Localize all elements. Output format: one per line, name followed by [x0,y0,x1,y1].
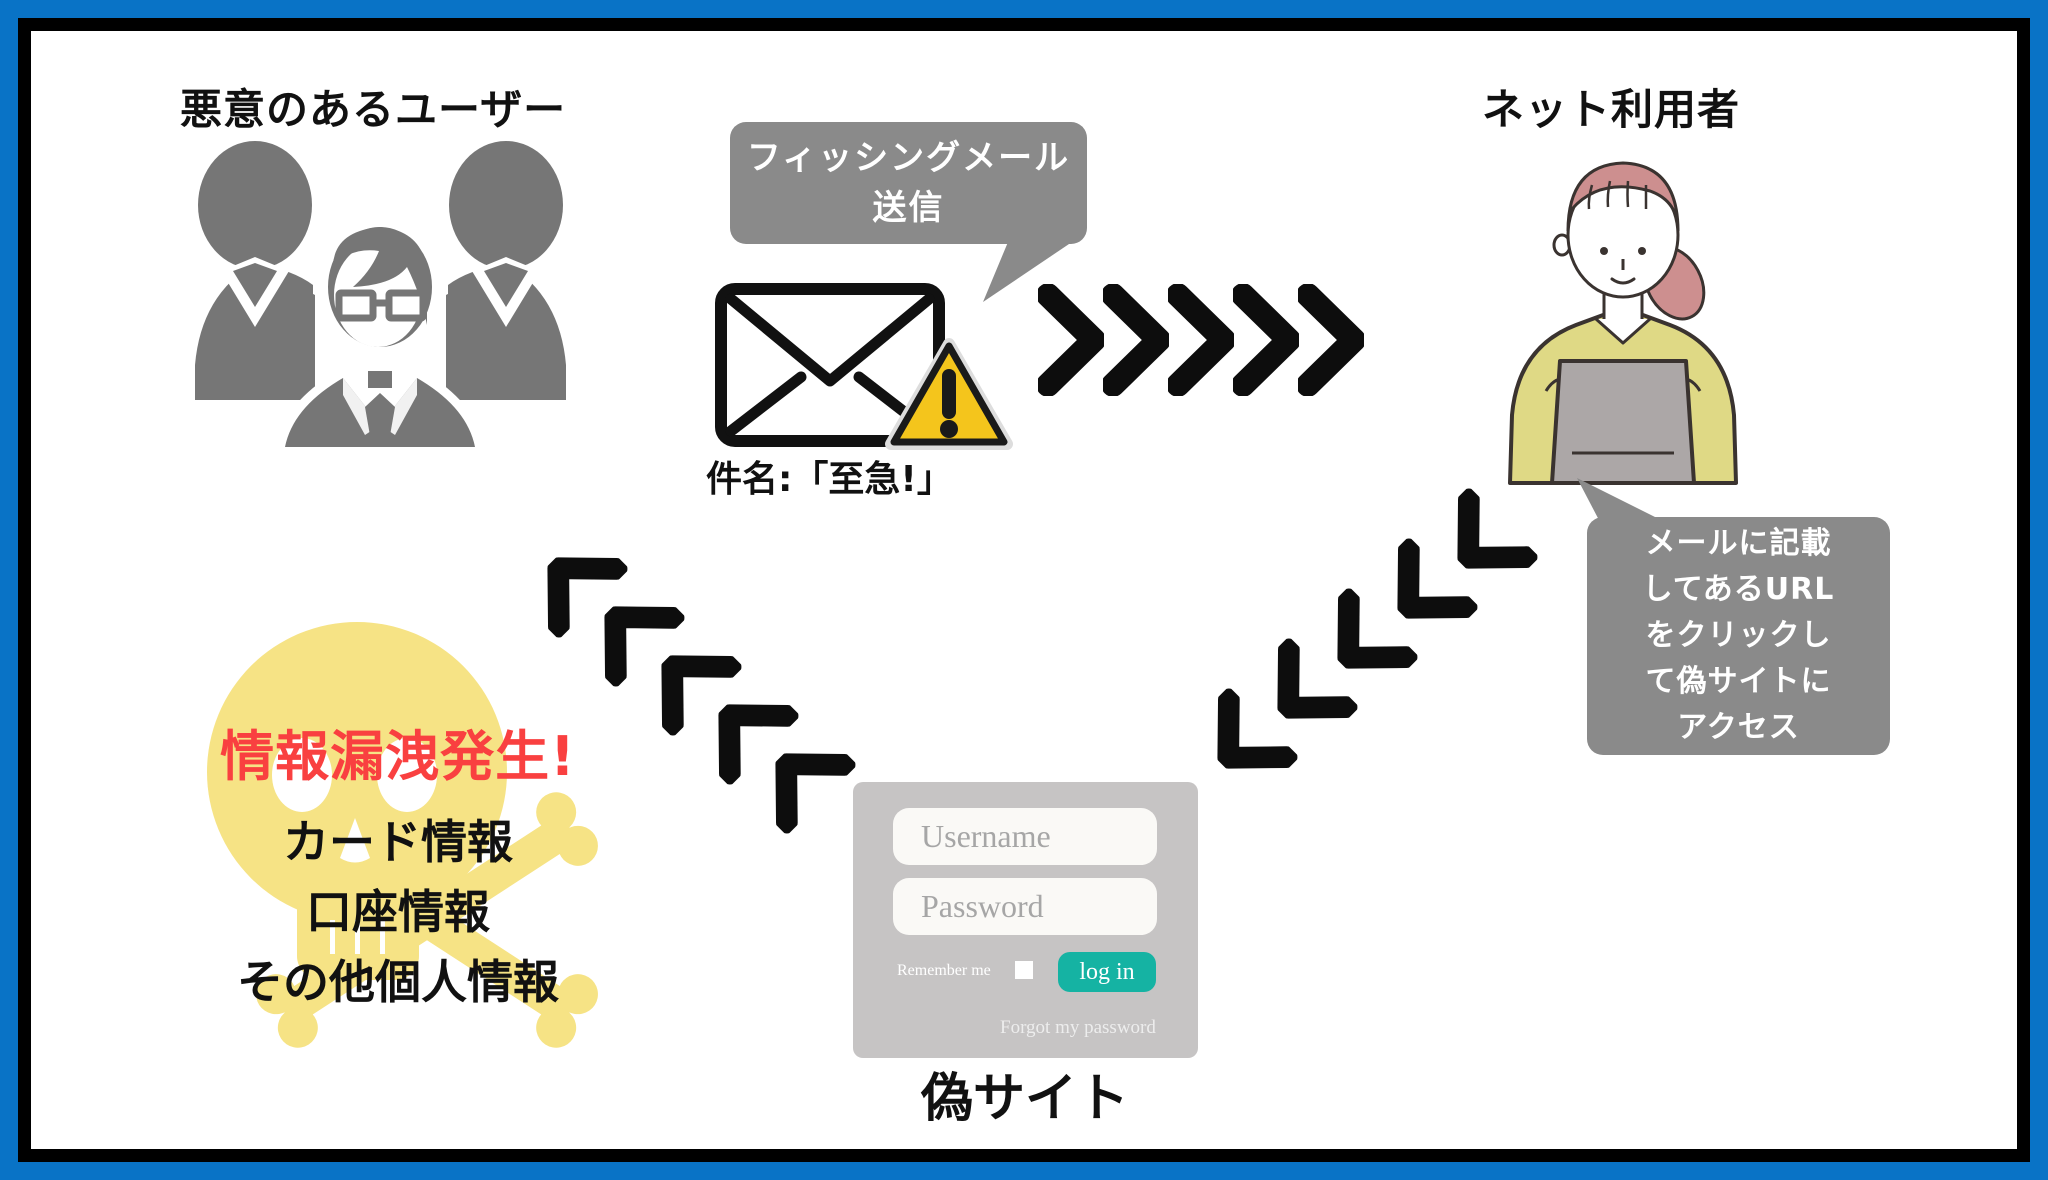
url-bubble-line3: をクリックし [1645,618,1832,653]
chevron-up-left-icon [632,626,742,736]
login-button[interactable]: log in [1058,952,1156,992]
phishing-bubble-tail [983,242,1072,302]
woman-laptop-icon [1508,161,1738,485]
warning-triangle-icon [885,338,1013,450]
phishing-bubble-line2: 送信 [872,188,945,228]
url-bubble: メールに記載 してあるURL をクリックし て偽サイトに アクセス [1587,517,1890,755]
chevron-right-icon [1038,284,1104,396]
chevron-right-icon [1103,284,1169,396]
envelope-icon [715,283,945,447]
leak-panel: 情報漏洩発生! カード情報 口座情報 その他個人情報 [148,712,648,1017]
url-bubble-line4: て偽サイトに [1645,664,1832,699]
chevron-right-icon [1233,284,1299,396]
chevron-down-left-icon [1428,488,1538,598]
url-bubble-line1: メールに記載 [1645,526,1832,561]
forgot-password-link[interactable]: Forgot my password [1000,1017,1156,1038]
chevron-down-left-icon [1188,688,1298,798]
leak-item-card: カード情報 [283,815,513,869]
group-silhouette-icon [195,141,566,450]
leak-title: 情報漏洩発生! [220,725,576,788]
net-user-label: ネット利用者 [1482,85,1741,134]
chevron-up-left-icon [746,724,856,834]
mail-subject-label: 件名:「至急!」 [706,459,953,500]
chevron-right-icon [1298,284,1364,396]
url-bubble-line5: アクセス [1677,710,1800,745]
phishing-bubble: フィッシングメール 送信 [730,122,1087,244]
leak-item-personal: その他個人情報 [237,955,559,1009]
fake-site-card: Remember me log in Forgot my password [853,782,1198,1058]
attacker-label: 悪意のあるユーザー [180,85,567,134]
remember-me-label: Remember me [897,962,991,979]
url-bubble-tail [1577,478,1665,522]
chevron-right-icon [1168,284,1234,396]
chevron-down-left-icon [1368,538,1478,648]
phishing-bubble-line1: フィッシングメール [746,138,1071,178]
chevron-down-left-icon [1308,588,1418,698]
fake-site-caption: 偽サイト [920,1069,1130,1129]
chevron-up-left-icon [689,675,799,785]
chevron-up-left-icon [575,577,685,687]
skull-crossbones-icon [207,622,598,1048]
chevron-up-left-icon [518,528,628,638]
url-bubble-line2: してあるURL [1642,572,1835,607]
chevron-down-left-icon [1248,638,1358,748]
remember-me-checkbox[interactable] [1015,961,1033,979]
leak-item-account: 口座情報 [306,885,490,939]
password-input[interactable] [893,878,1157,935]
username-input[interactable] [893,808,1157,865]
